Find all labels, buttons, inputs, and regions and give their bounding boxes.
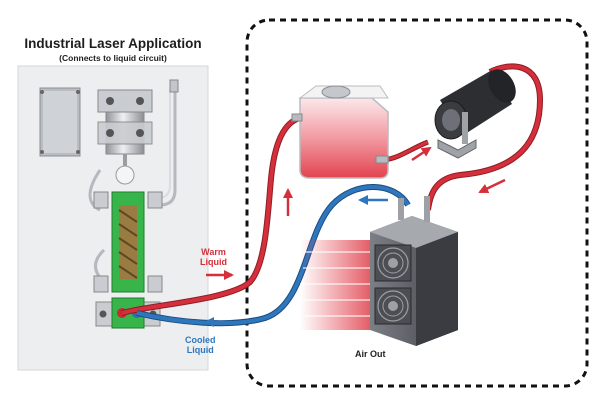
diagram-title: Industrial Laser Application <box>24 36 202 51</box>
tank-to-pump-arrow <box>411 146 432 162</box>
warm-liquid-label-line1: Warm <box>201 247 226 257</box>
warm-liquid-label-line2: Liquid <box>200 257 227 267</box>
warm-liquid-label: Warm Liquid <box>200 247 227 267</box>
laser-unit-icon <box>17 65 209 371</box>
diagram-subtitle: (Connects to liquid circuit) <box>59 53 167 63</box>
air-out-label: Air Out <box>355 349 386 359</box>
pump-motor-icon <box>434 69 516 159</box>
cooled-liquid-label-line1: Cooled <box>185 335 216 345</box>
chiller-icon <box>300 196 458 346</box>
reservoir-tank-icon <box>291 85 389 179</box>
fan-icon <box>374 244 412 282</box>
fan-icon <box>374 287 412 325</box>
cooled-liquid-label-line2: Liquid <box>186 345 214 355</box>
pump-to-chiller-arrow <box>478 178 506 194</box>
chiller-system-boundary <box>245 18 589 388</box>
cooled-liquid-label: Cooled Liquid <box>185 335 216 355</box>
